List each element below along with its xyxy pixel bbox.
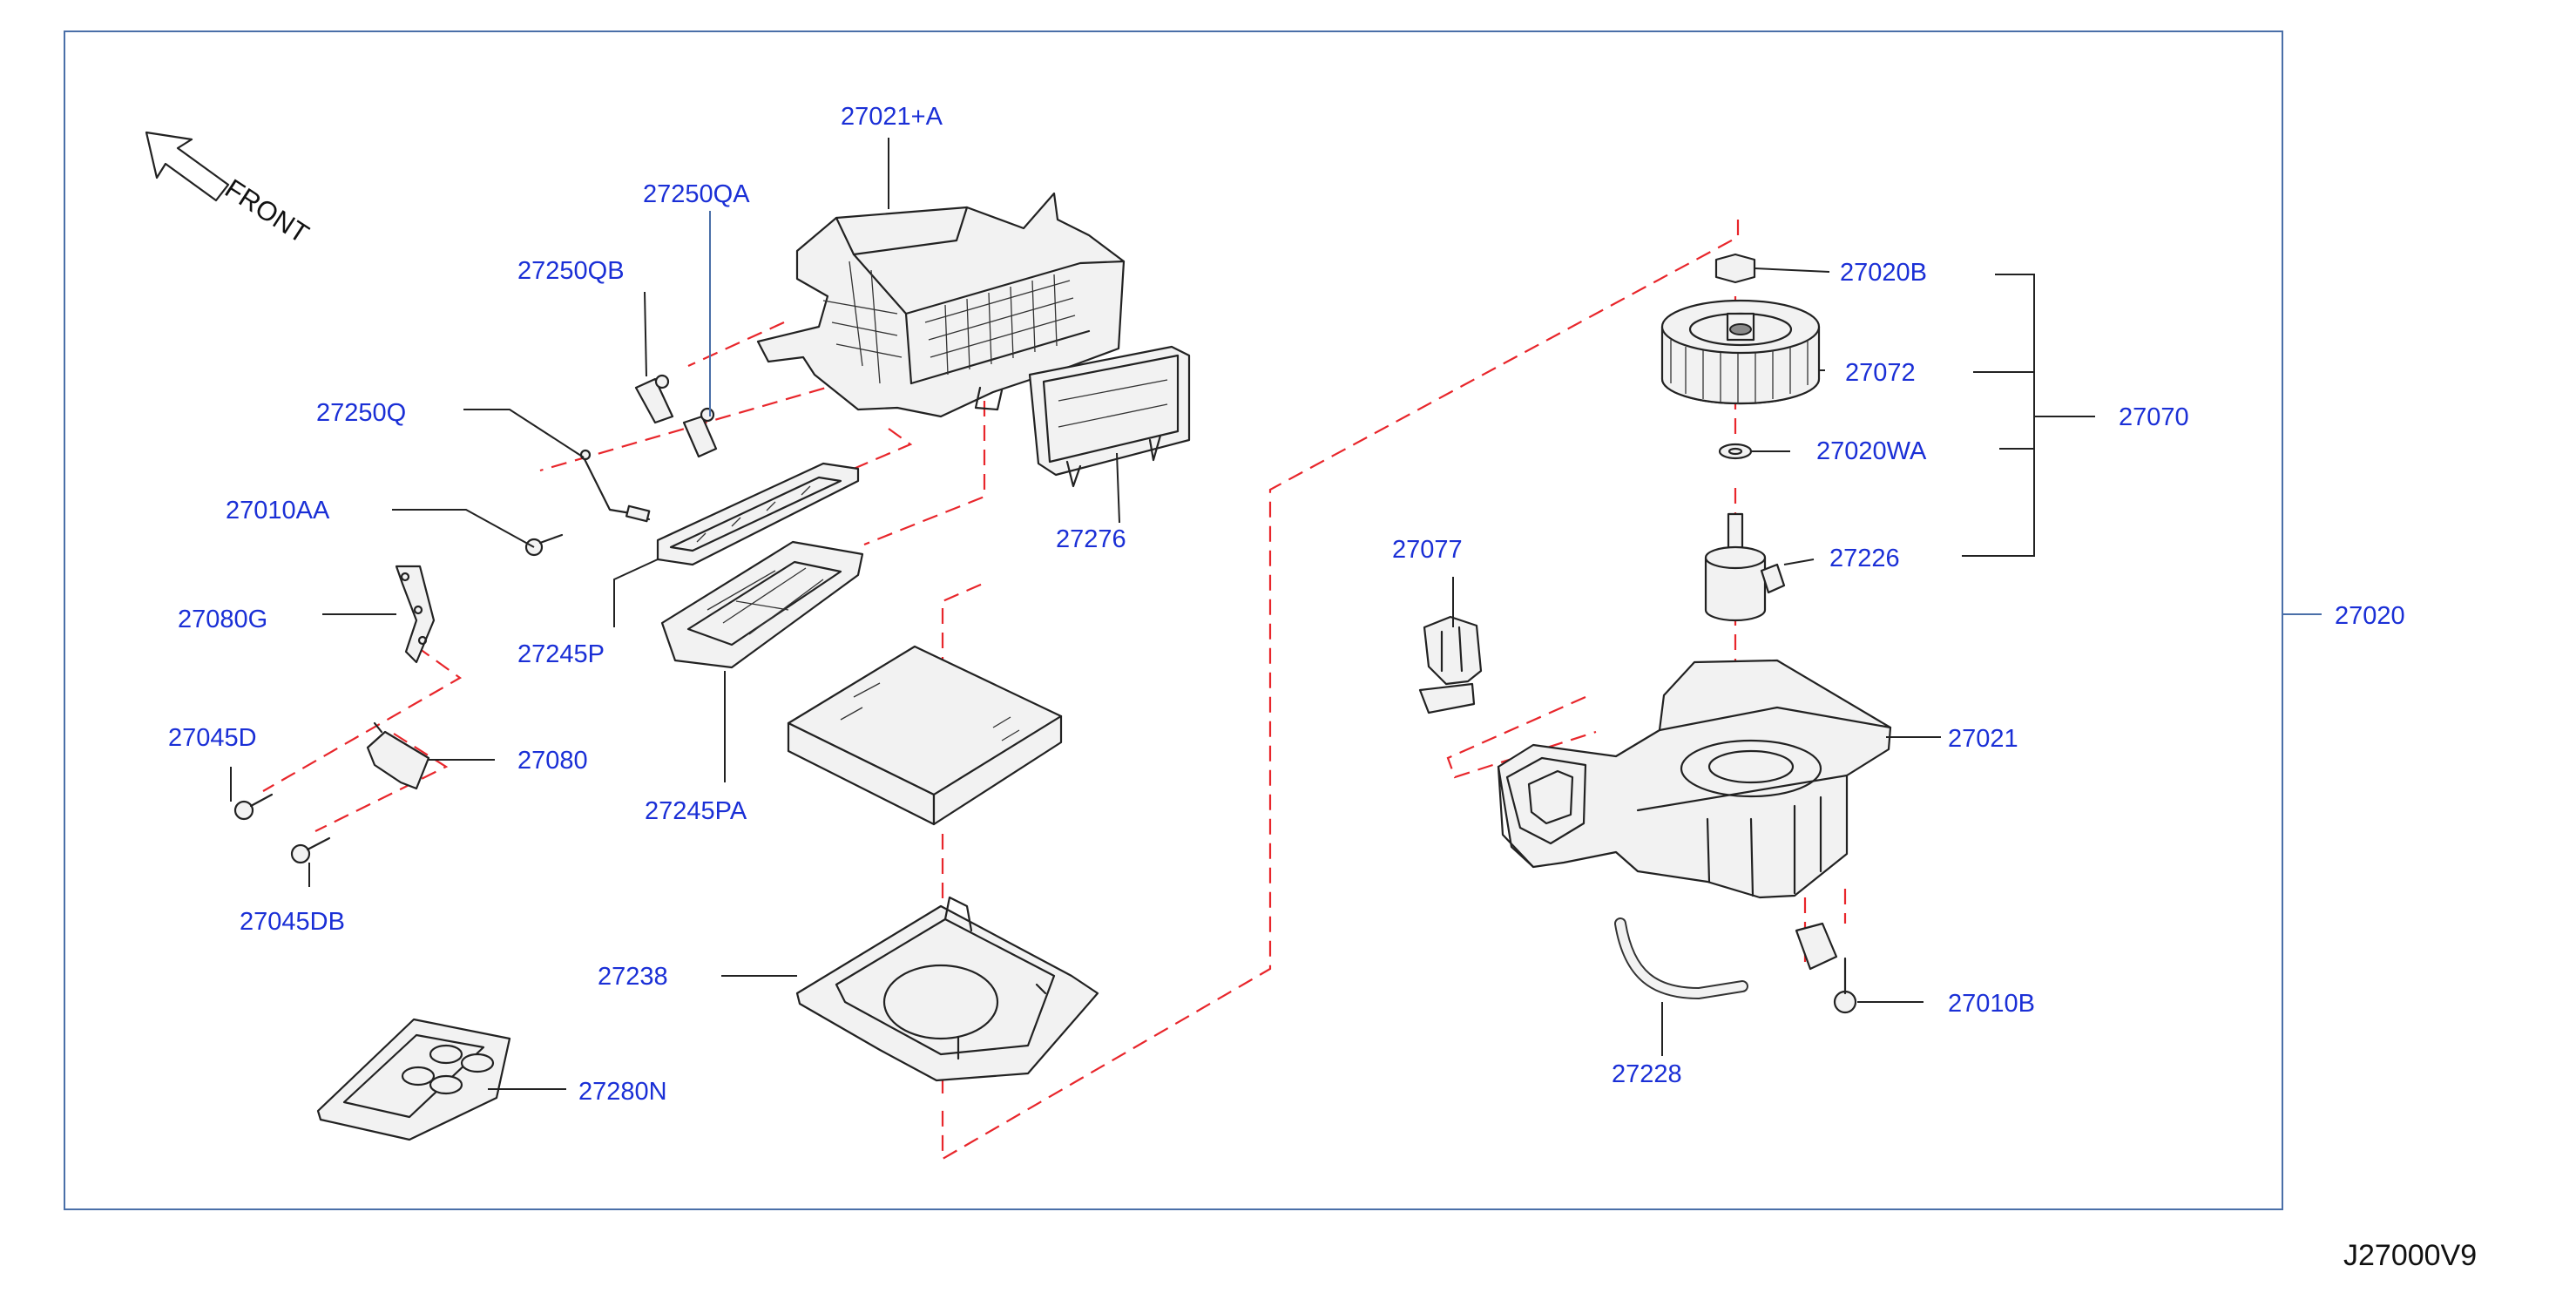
label-27228[interactable]: 27228	[1612, 1060, 1682, 1088]
lower-housing-plate	[795, 896, 1099, 1082]
label-27010B[interactable]: 27010B	[1948, 990, 2035, 1018]
label-27080G[interactable]: 27080G	[178, 606, 267, 633]
label-27250QB[interactable]: 27250QB	[517, 257, 625, 285]
label-27021A[interactable]: 27021+A	[841, 103, 943, 131]
link-rod-qb	[634, 374, 674, 424]
resistor-077	[1418, 615, 1483, 714]
label-27021[interactable]: 27021	[1948, 725, 2018, 753]
intake-upper-case	[756, 192, 1126, 418]
label-27276[interactable]: 27276	[1056, 525, 1126, 553]
front-arrow-icon	[145, 131, 230, 202]
link-rod-q	[579, 449, 651, 523]
drain-hose	[1614, 917, 1748, 999]
label-27226[interactable]: 27226	[1829, 545, 1900, 572]
bracket-010b	[1795, 922, 1838, 971]
side-panel	[1028, 345, 1191, 488]
label-27250Q[interactable]: 27250Q	[316, 399, 406, 427]
diagram-frame	[64, 30, 2283, 1210]
label-27045DB[interactable]: 27045DB	[240, 908, 345, 936]
blower-housing	[1497, 659, 1892, 899]
part-labels: 27021+A 27250QA 27250QB 27250Q 27010AA 2…	[168, 103, 2405, 1106]
filter-frame-lower	[660, 540, 864, 669]
blower-motor	[1704, 512, 1786, 622]
resistor-080	[366, 721, 430, 790]
screw-010b	[1833, 957, 1857, 1014]
washer-020wa	[1718, 443, 1753, 460]
label-27250QA[interactable]: 27250QA	[643, 180, 750, 208]
screw-045db	[290, 836, 331, 864]
cabin-filter	[787, 645, 1063, 826]
label-27020[interactable]: 27020	[2335, 602, 2405, 630]
label-27020WA[interactable]: 27020WA	[1816, 437, 1927, 465]
label-27072[interactable]: 27072	[1845, 359, 1916, 387]
cover-tray	[316, 1018, 511, 1141]
label-27245PA[interactable]: 27245PA	[645, 797, 747, 825]
label-27045D[interactable]: 27045D	[168, 724, 257, 752]
label-27245P[interactable]: 27245P	[517, 640, 605, 668]
link-rod-qa	[682, 407, 718, 458]
nut-020b	[1714, 253, 1756, 284]
label-27238[interactable]: 27238	[598, 963, 668, 991]
diagram-code: J27000V9	[2343, 1239, 2477, 1272]
leader-lines	[230, 138, 2322, 1090]
label-27020B[interactable]: 27020B	[1840, 259, 1927, 287]
label-27077[interactable]: 27077	[1392, 536, 1463, 564]
label-27070[interactable]: 27070	[2119, 403, 2189, 431]
front-label: FRONT	[220, 173, 314, 250]
bracket-080g	[395, 565, 436, 664]
screw-045d	[233, 793, 274, 821]
label-27280N[interactable]: 27280N	[578, 1078, 667, 1106]
label-27010AA[interactable]: 27010AA	[226, 497, 330, 525]
label-27080[interactable]: 27080	[517, 747, 588, 775]
blower-fan	[1660, 299, 1821, 405]
